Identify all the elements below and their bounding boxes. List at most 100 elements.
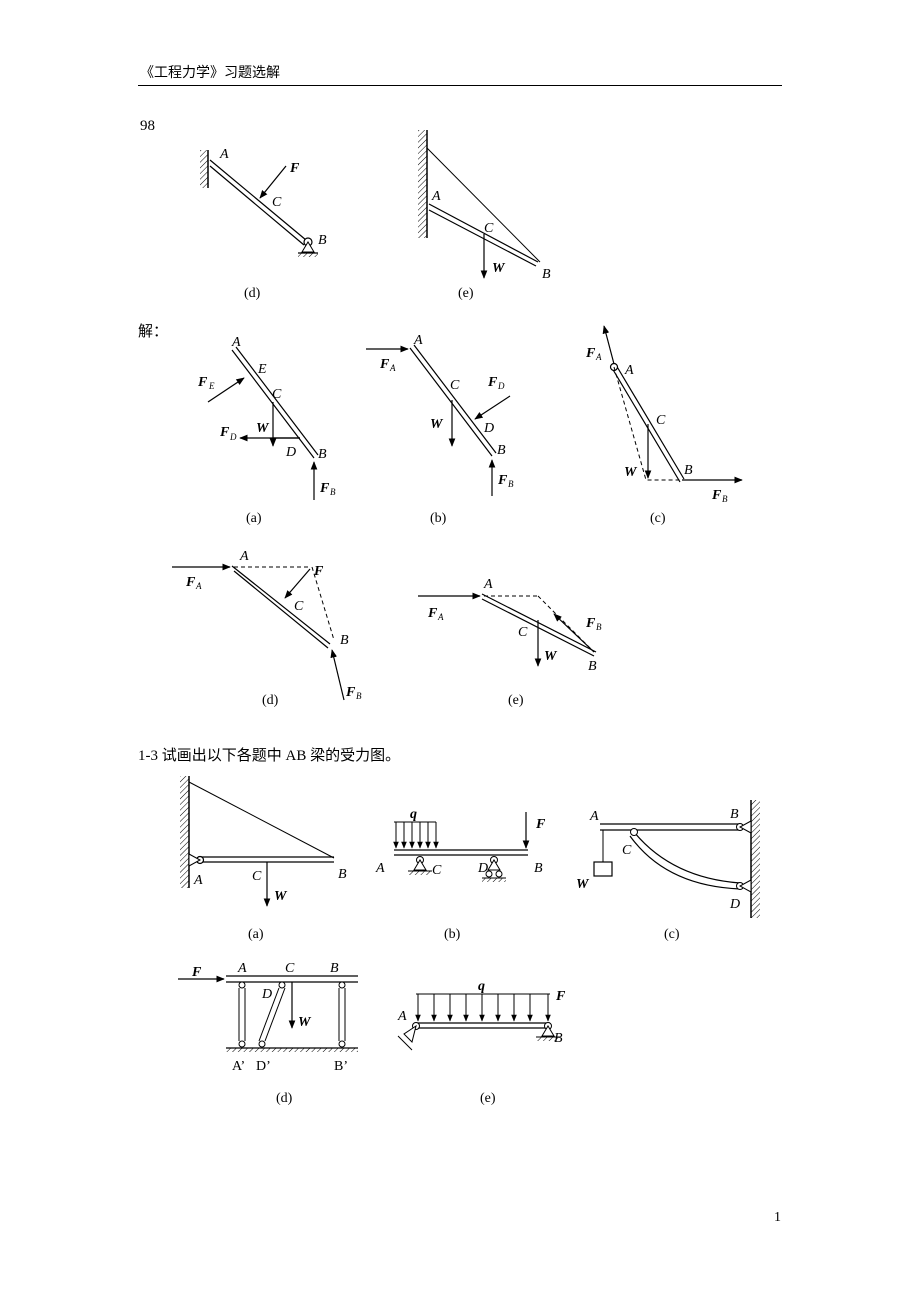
header-rule: [138, 85, 782, 86]
label-q: q: [478, 979, 485, 994]
label-F: F: [487, 375, 498, 390]
wall-hatch: [200, 150, 208, 188]
label-A: A: [483, 577, 493, 592]
label-A: A: [239, 549, 249, 564]
caption-a: (a): [246, 511, 262, 526]
label-W: W: [430, 417, 444, 432]
label-F: F: [191, 965, 202, 980]
label-sub-A: A: [437, 612, 444, 622]
problem-1-3-figure-d: F A C B D W A’ D’ B’ (d): [178, 961, 358, 1106]
label-A: A: [431, 189, 441, 204]
label-B: B: [534, 861, 543, 876]
label-sub-E: E: [208, 381, 215, 391]
label-B: B: [338, 867, 347, 882]
label-W: W: [576, 877, 590, 892]
label-A: A: [237, 961, 247, 976]
label-D: D: [477, 861, 488, 876]
label-W: W: [256, 421, 270, 436]
label-F: F: [319, 481, 330, 496]
label-sub-A: A: [389, 363, 396, 373]
label-A: A: [375, 861, 385, 876]
solution-figure-d: A F A F C B F B (d): [172, 549, 362, 708]
label-B: B: [318, 233, 327, 248]
label-W: W: [624, 465, 638, 480]
label-C: C: [450, 378, 460, 393]
caption-e: (e): [458, 286, 474, 301]
label-F: F: [535, 817, 546, 832]
label-C: C: [252, 869, 262, 884]
caption-b: (b): [444, 927, 461, 942]
label-C: C: [622, 843, 632, 858]
label-F: F: [379, 357, 390, 372]
label-sub-A: A: [595, 352, 602, 362]
label-C: C: [484, 221, 494, 236]
force-arrow: [259, 165, 287, 199]
label-F: F: [197, 375, 208, 390]
label-A-prime: A’: [232, 1059, 245, 1074]
label-A: A: [413, 333, 423, 348]
label-C: C: [656, 413, 666, 428]
label-C: C: [518, 625, 528, 640]
label-F: F: [427, 606, 438, 621]
solution-figure-b: A F A C F D W D B F B (b): [366, 333, 514, 526]
label-F: F: [219, 425, 230, 440]
header-title: 《工程力学》习题选解: [140, 66, 280, 81]
label-F: F: [345, 685, 356, 700]
label-C: C: [294, 599, 304, 614]
solution-figure-a: A E F E C W F D D B F B (a): [197, 335, 336, 526]
solution-figure-e: A F A C F B W B (e): [418, 577, 602, 708]
problem-1-3-figure-e: q F A B (e): [397, 979, 566, 1106]
label-E: E: [257, 362, 267, 377]
label-W: W: [492, 261, 506, 276]
label-F: F: [585, 616, 596, 631]
caption-c: (c): [664, 927, 680, 942]
label-W: W: [274, 889, 288, 904]
problem-1-3-figure-c: A B C W D (c): [576, 800, 760, 942]
label-F: F: [289, 161, 300, 176]
cable-line: [426, 147, 541, 263]
label-B: B: [497, 443, 506, 458]
label-W: W: [298, 1015, 312, 1030]
label-A: A: [397, 1009, 407, 1024]
label-D: D: [729, 897, 740, 912]
label-B: B: [330, 961, 339, 976]
section-heading: 1-3 试画出以下各题中 AB 梁的受力图。: [138, 748, 401, 764]
label-A: A: [624, 363, 634, 378]
label-C: C: [432, 863, 442, 878]
label-F: F: [555, 989, 566, 1004]
label-A: A: [231, 335, 241, 350]
label-sub-B: B: [596, 622, 602, 632]
label-sub-B: B: [508, 479, 514, 489]
label-F: F: [497, 473, 508, 488]
label-A: A: [589, 809, 599, 824]
label-q: q: [410, 807, 417, 822]
label-sub-B: B: [330, 487, 336, 497]
label-D: D: [483, 421, 494, 436]
page-number: 1: [774, 1210, 781, 1225]
label-C: C: [285, 961, 295, 976]
solution-figure-c: F A A C W B F B (c): [585, 325, 743, 526]
label-F: F: [313, 564, 324, 579]
caption-c: (c): [650, 511, 666, 526]
caption-d: (d): [262, 693, 279, 708]
label-F: F: [711, 488, 722, 503]
label-B: B: [542, 267, 551, 282]
solution-label: 解：: [138, 324, 169, 340]
caption-d: (d): [276, 1091, 293, 1106]
label-sub-A: A: [195, 581, 202, 591]
label-A: A: [219, 147, 229, 162]
label-W: W: [544, 649, 558, 664]
label-C: C: [272, 195, 282, 210]
caption-d: (d): [244, 286, 261, 301]
label-D: D: [261, 987, 272, 1002]
label-B: B: [340, 633, 349, 648]
problem-1-3-figure-a: A C W B (a): [180, 776, 347, 942]
problem-figure-e: A C W B (e): [418, 130, 551, 301]
label-B: B: [684, 463, 693, 478]
caption-e: (e): [480, 1091, 496, 1106]
label-C: C: [272, 387, 282, 402]
label-D-prime: D’: [256, 1059, 271, 1074]
label-B: B: [318, 447, 327, 462]
caption-a: (a): [248, 927, 264, 942]
